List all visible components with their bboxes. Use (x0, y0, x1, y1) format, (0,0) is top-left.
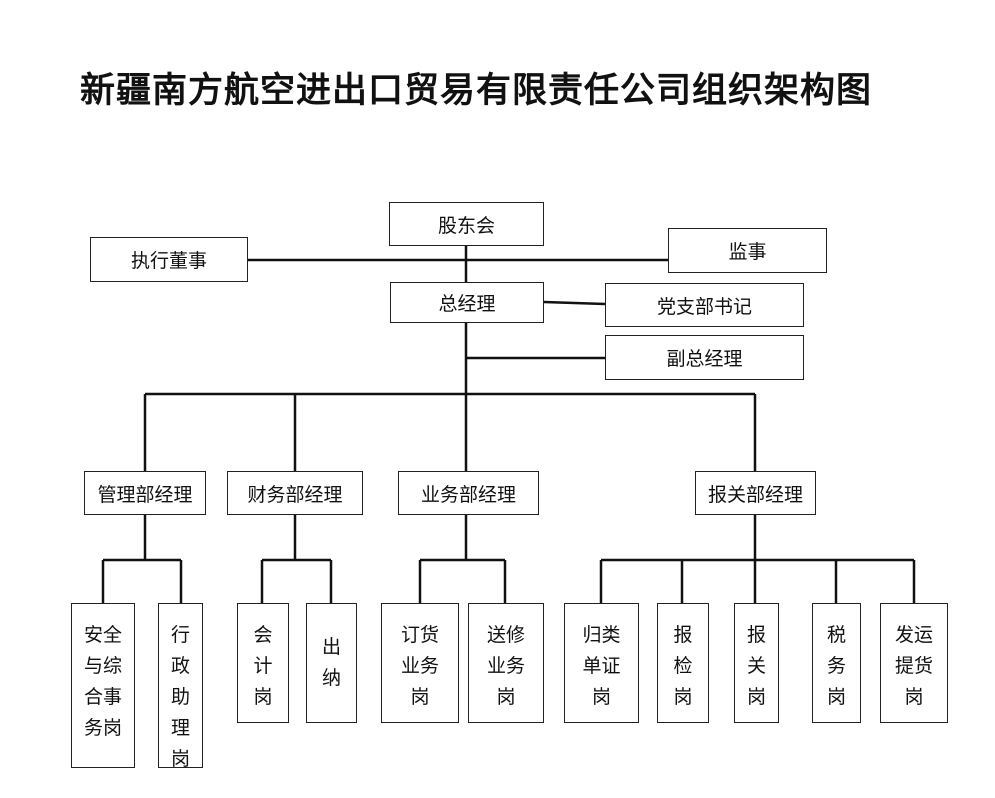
node-business-dept: 业务部经理 (398, 471, 539, 515)
page-title: 新疆南方航空进出口贸易有限责任公司组织架构图 (80, 71, 873, 111)
post-accounting-label: 会 计 岗 (253, 624, 273, 708)
post-inspection: 报 检 岗 (657, 603, 709, 723)
post-delivery-label: 发运 提货 岗 (894, 624, 933, 708)
post-admin: 行 政 助 理 岗 (158, 603, 203, 770)
node-shareholders: 股东会 (389, 202, 544, 246)
post-classification-label: 归类 单证 岗 (582, 624, 621, 708)
node-supervisor: 监事 (668, 228, 827, 273)
post-repair: 送修 业务 岗 (468, 603, 544, 723)
post-delivery: 发运 提货 岗 (880, 603, 948, 723)
node-party-secretary: 党支部书记 (605, 283, 804, 327)
post-tax-label: 税 务 岗 (826, 624, 846, 708)
node-customs-dept: 报关部经理 (695, 471, 816, 515)
post-classification: 归类 单证 岗 (564, 603, 639, 723)
node-deputy-gm: 副总经理 (605, 335, 804, 380)
node-executive-director: 执行董事 (90, 237, 248, 282)
post-safety-label: 安全 与综 合事 务岗 (83, 624, 122, 739)
post-cashier-label: 出 纳 (321, 636, 341, 689)
node-finance-dept: 财务部经理 (227, 471, 363, 515)
post-tax: 税 务 岗 (812, 603, 861, 723)
post-repair-label: 送修 业务 岗 (486, 624, 525, 708)
post-order: 订货 业务 岗 (381, 603, 459, 723)
node-mgmt-dept: 管理部经理 (84, 471, 206, 515)
post-customs-label: 报 关 岗 (746, 624, 766, 708)
post-safety: 安全 与综 合事 务岗 (71, 603, 135, 768)
node-general-manager: 总经理 (390, 282, 544, 323)
post-admin-label: 行 政 助 理 岗 (170, 624, 190, 770)
post-accounting: 会 计 岗 (237, 603, 289, 723)
post-inspection-label: 报 检 岗 (673, 624, 693, 708)
post-customs: 报 关 岗 (734, 603, 779, 723)
post-order-label: 订货 业务 岗 (400, 624, 439, 708)
post-cashier: 出 纳 (306, 603, 357, 723)
